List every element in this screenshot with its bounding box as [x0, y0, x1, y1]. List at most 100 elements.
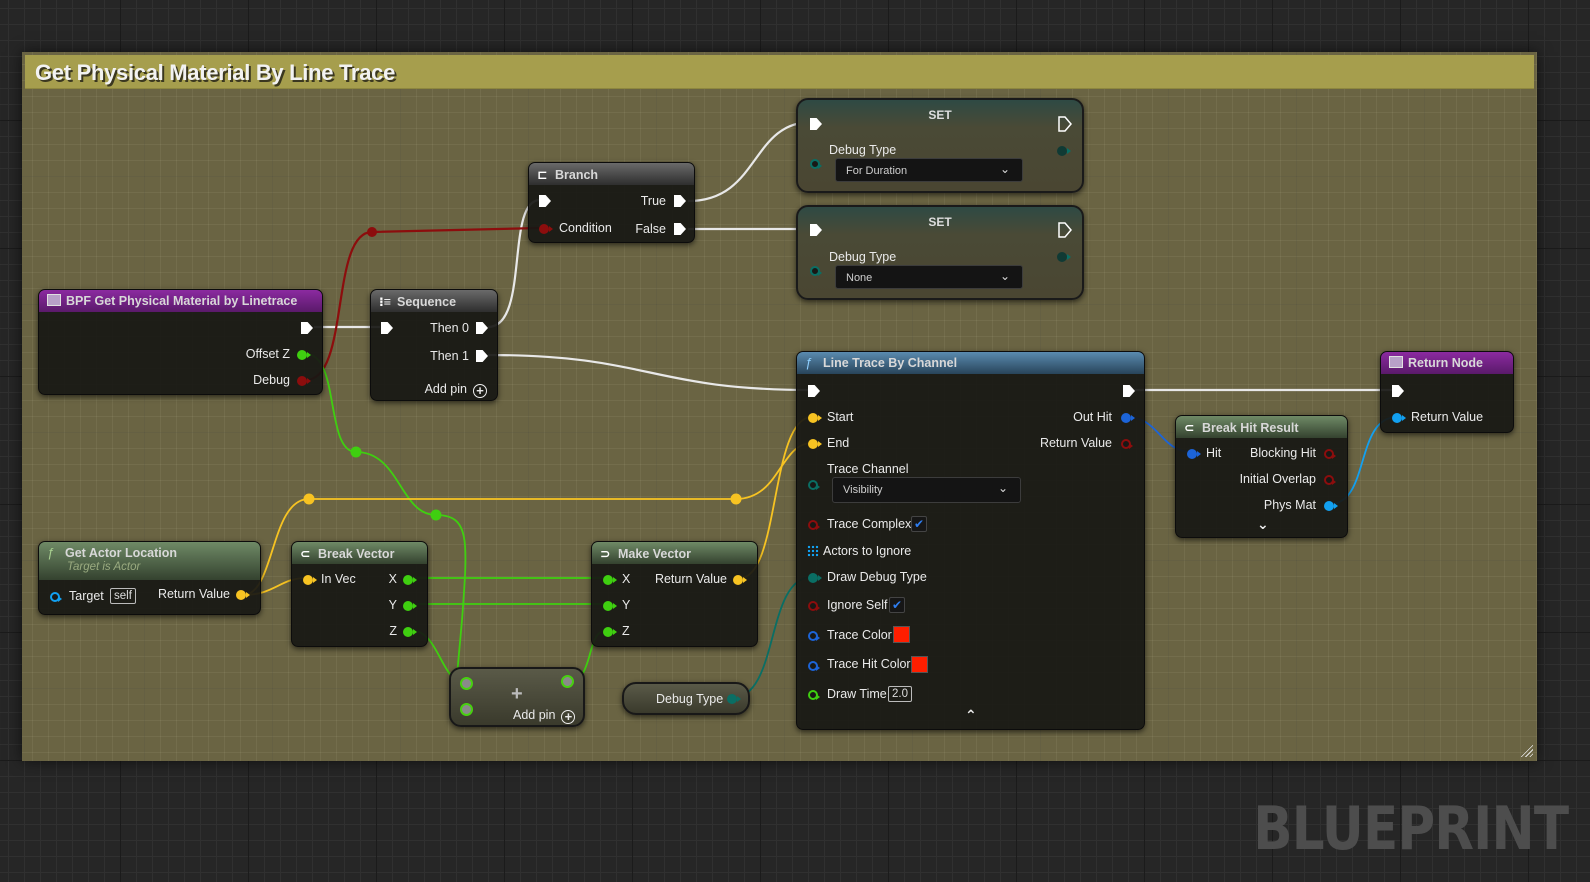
exec-out-pin[interactable] — [1058, 116, 1072, 132]
return-value-pin[interactable] — [236, 590, 250, 600]
add-pin-button[interactable]: Add pin+ — [513, 708, 576, 724]
break-hit-result-node[interactable]: ⊂Break Hit Result Hit Blocking Hit Initi… — [1175, 415, 1348, 538]
set-debug-type-node-2[interactable]: SET Debug Type None ⌄ — [796, 205, 1084, 300]
node-title: Make Vector — [618, 547, 691, 561]
chevron-down-icon: ⌄ — [999, 162, 1010, 176]
comment-box[interactable]: Get Physical Material By Line Trace — [22, 52, 1537, 761]
then-1-pin[interactable] — [476, 350, 488, 362]
y-pin[interactable] — [603, 601, 617, 611]
out-hit-pin[interactable] — [1121, 413, 1135, 423]
exec-in-pin[interactable] — [1392, 385, 1404, 397]
then-0-pin[interactable] — [476, 322, 488, 334]
add-float-node[interactable]: + Add pin+ — [449, 667, 585, 727]
draw-debug-type-pin[interactable] — [808, 573, 822, 583]
exec-in-pin[interactable] — [810, 118, 822, 130]
blocking-hit-pin[interactable] — [1324, 449, 1336, 459]
exec-in-pin[interactable] — [539, 195, 551, 207]
trace-complex-checkbox[interactable]: ✔ — [911, 516, 927, 532]
condition-pin[interactable] — [539, 224, 553, 234]
ignore-self-pin[interactable] — [808, 601, 820, 611]
in-vec-pin[interactable] — [303, 575, 317, 585]
return-value-pin[interactable] — [1121, 439, 1133, 449]
expand-chevron-down-icon[interactable]: ⌄ — [1257, 516, 1269, 532]
debug-type-out-pin[interactable] — [727, 694, 741, 704]
trace-color-pin[interactable] — [808, 631, 820, 641]
add-pin-label: Add pin — [424, 382, 467, 396]
chevron-down-icon: ⌄ — [999, 269, 1010, 283]
debug-type-in-pin[interactable] — [810, 159, 822, 169]
node-header: ⊂Break Hit Result — [1176, 416, 1347, 438]
node-title: Break Hit Result — [1202, 421, 1299, 435]
x-pin[interactable] — [403, 575, 417, 585]
return-node[interactable]: Return Node Return Value — [1380, 351, 1514, 433]
pin-label-target: Target — [69, 589, 104, 603]
pin-label-y: Y — [622, 598, 631, 612]
add-pin-icon: + — [473, 384, 487, 398]
exec-in-pin[interactable] — [810, 224, 822, 236]
exec-out-pin[interactable] — [1123, 385, 1135, 397]
draw-time-pin[interactable] — [808, 690, 820, 700]
trace-color-swatch[interactable] — [893, 626, 910, 643]
sequence-node[interactable]: ⁝≡Sequence Then 0 Then 1 Add pin+ — [370, 289, 498, 401]
pin-label-x: X — [388, 572, 397, 586]
trace-hit-color-pin[interactable] — [808, 661, 820, 671]
debug-type-getter-node[interactable]: Debug Type — [622, 682, 750, 715]
node-title: SET — [928, 108, 952, 122]
trace-complex-pin[interactable] — [808, 520, 820, 530]
break-vector-node[interactable]: ⊂Break Vector In Vec X Y Z — [291, 541, 428, 647]
debug-type-dropdown[interactable]: None ⌄ — [835, 265, 1023, 289]
x-pin[interactable] — [603, 575, 617, 585]
debug-type-in-pin[interactable] — [810, 266, 822, 276]
exec-in-pin[interactable] — [808, 385, 820, 397]
hit-pin[interactable] — [1187, 449, 1201, 459]
pin-label-hit: Hit — [1206, 446, 1222, 460]
target-pin[interactable] — [50, 592, 62, 602]
node-title: SET — [928, 215, 952, 229]
ignore-self-checkbox[interactable]: ✔ — [889, 597, 905, 613]
target-self-value[interactable]: self — [110, 588, 136, 604]
make-vector-node[interactable]: ⊃Make Vector X Return Value Y Z — [591, 541, 758, 647]
offset-z-pin[interactable] — [297, 350, 311, 360]
output-pin[interactable] — [561, 675, 574, 688]
exec-out-pin[interactable] — [301, 322, 313, 334]
exec-out-pin[interactable] — [1058, 222, 1072, 238]
set-debug-type-node-1[interactable]: SET Debug Type For Duration ⌄ — [796, 98, 1084, 193]
actors-to-ignore-grid-icon[interactable] — [807, 545, 819, 557]
add-pin-button[interactable]: Add pin + — [425, 382, 487, 398]
z-pin[interactable] — [603, 627, 617, 637]
trace-hit-color-swatch[interactable] — [911, 656, 928, 673]
draw-time-input[interactable]: 2.0 — [888, 686, 912, 702]
resize-handle-icon[interactable] — [1519, 743, 1533, 757]
return-value-pin[interactable] — [733, 575, 747, 585]
node-title: Line Trace By Channel — [823, 356, 958, 370]
input-b-pin[interactable] — [460, 703, 473, 716]
y-pin[interactable] — [403, 601, 417, 611]
debug-type-dropdown[interactable]: For Duration ⌄ — [835, 158, 1023, 182]
debug-type-out-pin[interactable] — [1057, 252, 1071, 262]
collapse-chevron-up-icon[interactable]: ⌃ — [965, 707, 977, 723]
input-a-pin[interactable] — [460, 677, 473, 690]
branch-node[interactable]: ⊏Branch True Condition False — [528, 162, 695, 243]
phys-mat-pin[interactable] — [1324, 501, 1338, 511]
debug-type-out-pin[interactable] — [1057, 146, 1071, 156]
comment-header[interactable]: Get Physical Material By Line Trace — [25, 55, 1534, 89]
trace-channel-dropdown[interactable]: Visibility ⌄ — [832, 477, 1021, 503]
pin-label-return-value: Return Value — [1411, 410, 1484, 424]
end-pin[interactable] — [808, 439, 822, 449]
trace-channel-pin[interactable] — [808, 480, 820, 490]
true-pin[interactable] — [674, 195, 686, 207]
false-pin[interactable] — [674, 223, 686, 235]
debug-pin[interactable] — [297, 376, 311, 386]
exec-in-pin[interactable] — [381, 322, 393, 334]
pin-label-draw-time: Draw Time — [827, 687, 887, 701]
node-header: Return Node — [1381, 352, 1513, 374]
comment-title: Get Physical Material By Line Trace — [35, 60, 395, 85]
start-pin[interactable] — [808, 413, 822, 423]
function-entry-icon — [47, 294, 61, 306]
function-entry-node[interactable]: BPF Get Physical Material by Linetrace O… — [38, 289, 323, 395]
initial-overlap-pin[interactable] — [1324, 475, 1336, 485]
z-pin[interactable] — [403, 627, 417, 637]
return-value-pin[interactable] — [1392, 413, 1406, 423]
